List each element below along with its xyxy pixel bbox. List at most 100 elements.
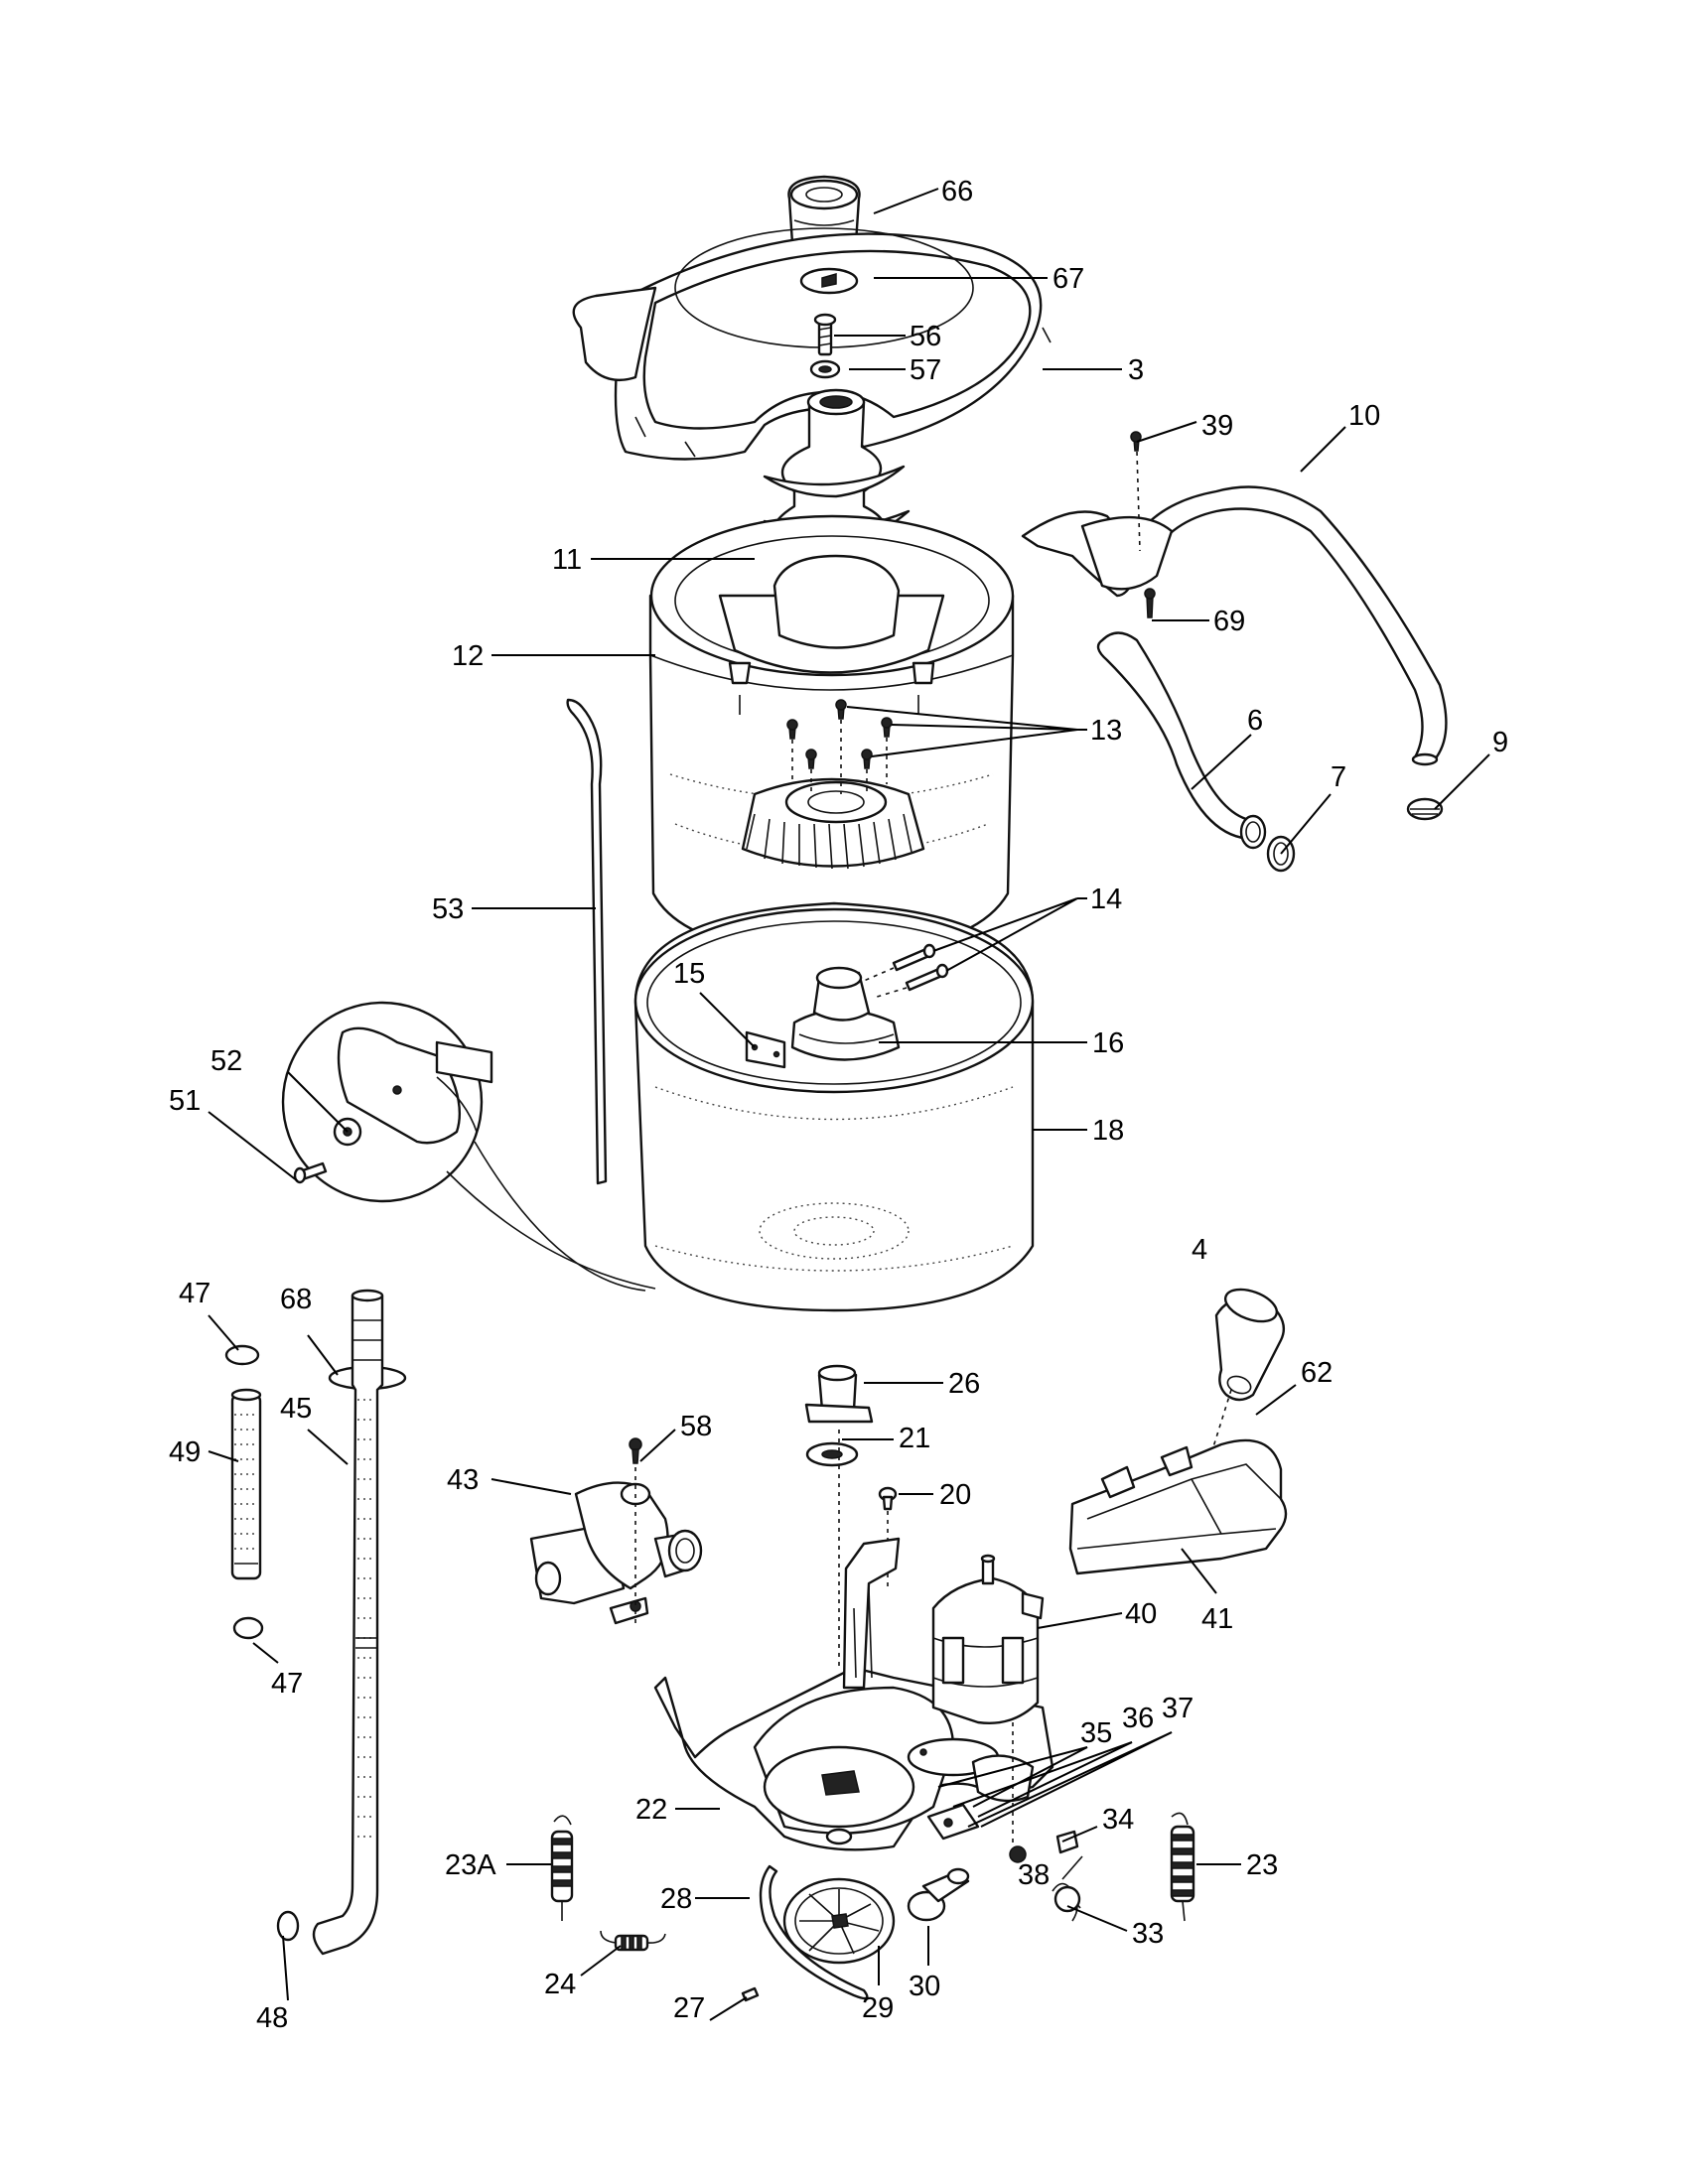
detail-inset-51-52 [281, 1001, 656, 1292]
part-number-label-c26: 26 [948, 1368, 980, 1400]
part-47-clamp-bottom [232, 1616, 264, 1640]
part-number-label-c21: 21 [899, 1423, 930, 1454]
leader-line-c43 [491, 1478, 572, 1495]
part-number-label-c52: 52 [210, 1045, 242, 1077]
part-67-clip [799, 267, 859, 295]
part-49-hose [230, 1388, 262, 1580]
part-number-label-c34: 34 [1102, 1804, 1134, 1836]
leader-line-c41 [1181, 1548, 1217, 1594]
part-number-label-c35: 35 [1080, 1717, 1112, 1749]
part-10-fill-hose [1021, 485, 1448, 766]
part-number-label-c47b: 47 [271, 1668, 303, 1700]
part-number-label-c39: 39 [1201, 410, 1233, 442]
part-number-label-c62: 62 [1301, 1357, 1333, 1389]
leader-line-c48 [282, 1935, 289, 2001]
part-number-label-c68: 68 [280, 1284, 312, 1315]
part-number-label-c41: 41 [1201, 1603, 1233, 1635]
part-number-label-c33: 33 [1132, 1918, 1164, 1950]
part-number-label-c14: 14 [1090, 884, 1122, 915]
part-3-top-cover [572, 227, 1052, 461]
part-number-label-c57: 57 [910, 354, 941, 386]
part-53-rod [566, 698, 608, 1185]
part-number-label-c51: 51 [169, 1085, 201, 1117]
part-23-spring [1170, 1812, 1195, 1922]
leader-line-c7 [1280, 793, 1332, 855]
part-15-bracket [745, 1030, 786, 1069]
part-35-36-37-leads [926, 1731, 1173, 1841]
part-number-label-c10: 10 [1348, 400, 1380, 432]
leader-line-c68 [307, 1334, 339, 1376]
part-number-label-c49: 49 [169, 1436, 201, 1468]
part-34-clip [1055, 1830, 1079, 1854]
part-number-label-c15: 15 [673, 958, 705, 990]
part-56-screw [813, 313, 837, 356]
part-21-washer [805, 1441, 859, 1467]
part-number-label-c67: 67 [1052, 263, 1084, 295]
part-number-label-c23: 23 [1246, 1849, 1278, 1881]
part-number-label-c7: 7 [1331, 761, 1346, 793]
leader-line-c58 [639, 1429, 676, 1462]
part-number-label-c36: 36 [1122, 1703, 1154, 1734]
part-number-label-c53: 53 [432, 893, 464, 925]
leader-line-c39 [1136, 421, 1197, 443]
part-number-label-c58: 58 [680, 1411, 712, 1442]
leader-line-c9 [1434, 753, 1490, 810]
part-57-washer [809, 359, 841, 379]
leader-line-c51 [208, 1111, 299, 1182]
part-48-clamp [276, 1910, 300, 1942]
leader-line-c6 [1191, 734, 1252, 790]
part-number-label-c28: 28 [660, 1883, 692, 1915]
part-14-screws [863, 897, 1078, 999]
leader-line-c40 [1037, 1612, 1123, 1629]
part-47-clamp-top [224, 1344, 260, 1366]
part-number-label-c56: 56 [910, 321, 941, 352]
leader-line-c33 [1066, 1905, 1128, 1932]
leader-line-c27 [709, 1996, 748, 2021]
part-33-spring [1052, 1855, 1083, 1922]
part-30-idler-pulley [907, 1867, 970, 1922]
part-number-label-c20: 20 [939, 1479, 971, 1511]
leader-line-c62 [1255, 1384, 1297, 1416]
part-number-label-c40: 40 [1125, 1598, 1157, 1630]
part-number-label-c29: 29 [862, 1992, 894, 2024]
part-13-screws [786, 699, 1078, 794]
part-number-label-c11: 11 [552, 544, 582, 576]
leader-line-c37 [967, 1731, 1173, 1828]
part-number-label-c6: 6 [1247, 705, 1263, 737]
part-40-motor [931, 1554, 1045, 1846]
part-38-nut [1009, 1845, 1027, 1863]
part-number-label-c12: 12 [452, 640, 484, 672]
part-number-label-c30: 30 [909, 1971, 940, 2002]
part-23a-spring [550, 1815, 574, 1921]
part-number-label-c4: 4 [1192, 1234, 1207, 1266]
part-number-label-c18: 18 [1092, 1115, 1124, 1147]
part-number-label-c24: 24 [544, 1969, 576, 2000]
part-45-drain-tube [312, 1289, 384, 1956]
part-number-label-c38: 38 [1018, 1859, 1050, 1891]
part-12-basket [648, 514, 1015, 955]
leader-line-c35 [937, 1746, 1088, 1788]
part-number-label-c69: 69 [1213, 606, 1245, 637]
part-number-label-c9: 9 [1492, 727, 1508, 758]
part-41-cover [1068, 1438, 1288, 1575]
part-58-screw [629, 1437, 642, 1628]
part-6-drain-hose [1096, 631, 1267, 850]
part-number-label-c37: 37 [1162, 1693, 1193, 1724]
leader-line-c47a [208, 1314, 239, 1351]
part-number-label-c16: 16 [1092, 1027, 1124, 1059]
leader-line-c10 [1300, 426, 1346, 473]
part-43-valve [529, 1481, 703, 1625]
leader-line-c47b [252, 1642, 279, 1664]
part-number-label-c22: 22 [635, 1794, 667, 1826]
part-24-spring [600, 1930, 666, 1952]
part-number-label-c47a: 47 [179, 1278, 210, 1309]
part-28-belt [759, 1864, 869, 2000]
part-number-label-c13: 13 [1090, 715, 1122, 747]
part-9-clamp [1406, 797, 1444, 821]
part-26-seal [804, 1364, 874, 1424]
part-number-label-c66: 66 [941, 176, 973, 207]
part-69-screw [1144, 588, 1156, 618]
leader-line-c66 [873, 188, 939, 214]
